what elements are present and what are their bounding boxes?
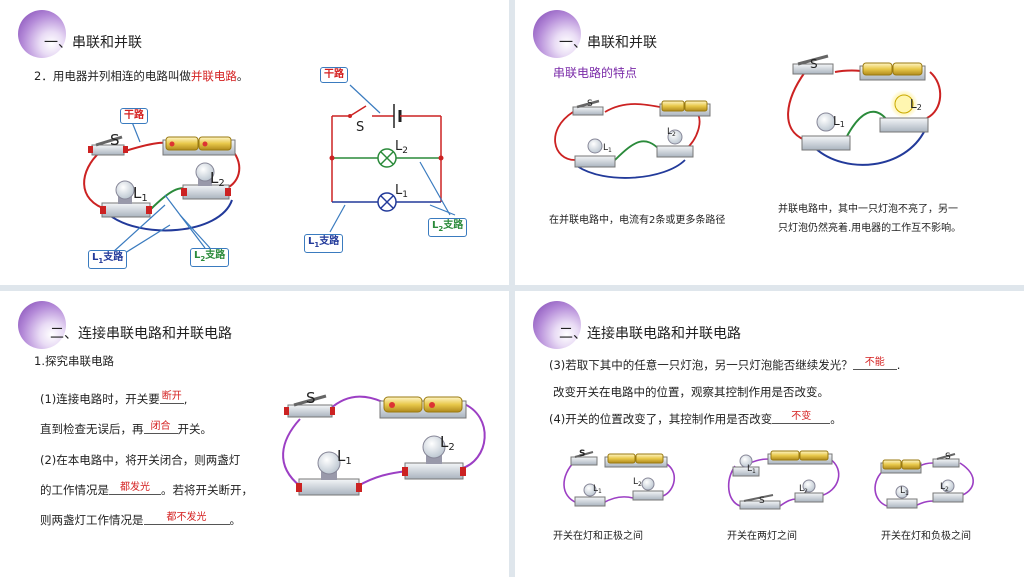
answer-blank: 不变	[772, 411, 831, 424]
panel-parallel-characteristics: 一、串联和并联 串联电路的特点 S L1 L2	[515, 0, 1024, 285]
svg-text:L1: L1	[593, 484, 602, 495]
answer-blank: 不能	[852, 357, 897, 370]
lamp-l2-component	[402, 435, 466, 480]
svg-text:L2: L2	[440, 433, 455, 453]
decorative-circle	[533, 10, 581, 58]
question-1-line-1: (1)连接电路时，开关要断开,	[40, 391, 188, 406]
svg-text:L1: L1	[337, 447, 352, 467]
main-circuit-tag: 干路	[120, 108, 148, 124]
circuit-switch-between-lamps	[727, 450, 840, 510]
panel-parallel-definition: 一、串联和并联 2．用电器并列相连的电路叫做并联电路。 S	[0, 0, 509, 285]
caption-switch-positive: 开关在灯和正极之间	[553, 531, 643, 542]
schematic-branch-l1-tag: L1支路	[304, 234, 344, 253]
caption-switch-between: 开关在两灯之间	[727, 531, 797, 542]
circuit-switch-near-positive	[563, 451, 675, 507]
svg-text:S: S	[579, 449, 585, 459]
svg-text:S: S	[945, 452, 951, 462]
schematic-switch-label: S	[356, 120, 364, 135]
decorative-circle	[18, 10, 66, 58]
lamp-l2-component	[181, 162, 231, 200]
svg-text:L2: L2	[910, 97, 922, 112]
battery-component	[379, 396, 467, 419]
panel-series-exploration: 二、连接串联电路和并联电路 1.探究串联电路 (1)连接电路时，开关要断开, 直…	[0, 291, 509, 577]
question-2-line-1: (2)在本电路中，将开关闭合，则两盏灯	[40, 453, 241, 467]
svg-text:S: S	[810, 57, 818, 71]
panel-switch-position: 二、连接串联电路和并联电路 (3)若取下其中的任意一只灯泡，另一只灯泡能否继续发…	[515, 291, 1024, 577]
parallel-schematic-diagram	[329, 84, 456, 233]
battery-component	[162, 136, 236, 156]
svg-text:L1: L1	[833, 114, 845, 129]
svg-text:S: S	[759, 496, 765, 506]
svg-text:L1: L1	[900, 486, 909, 497]
svg-text:L1: L1	[133, 184, 148, 204]
switch-component	[88, 135, 128, 156]
panel-heading: 二、连接串联电路和并联电路	[50, 326, 232, 342]
panel-subtitle: 串联电路的特点	[553, 66, 638, 80]
caption-switch-negative: 开关在灯和负极之间	[881, 531, 971, 542]
svg-text:L2: L2	[799, 484, 808, 495]
panel-heading: 一、串联和并联	[559, 35, 657, 51]
question-2-line-2: 的工作情况是都发光。若将开关断开，	[40, 482, 253, 497]
caption-independent-1: 并联电路中，其中一只灯泡不亮了，另一	[778, 204, 958, 215]
question-3-line-2: 改变开关在电路中的位置，观察其控制作用是否改变。	[553, 385, 829, 399]
definition-line: 2．用电器并列相连的电路叫做并联电路。	[34, 69, 249, 83]
panel-heading: 二、连接串联电路和并联电路	[559, 326, 741, 342]
svg-text:L1: L1	[747, 464, 756, 475]
svg-text:L2: L2	[940, 482, 949, 493]
highlight-term: 并联电路	[190, 69, 237, 83]
decorative-circle	[533, 301, 581, 349]
svg-text:L2: L2	[633, 477, 642, 488]
switch-component	[284, 394, 335, 418]
series-circuit-diagram: S L1 L2	[282, 389, 486, 496]
answer-blank: 断开	[159, 391, 184, 404]
switch-position-diagrams: S L1 L2 L1 S L2	[563, 449, 974, 510]
question-2-line-3: 则两盏灯工作情况是都不发光。	[40, 512, 241, 527]
question-4-line: (4)开关的位置改变了，其控制作用是否改变不变。	[549, 411, 842, 426]
parallel-current-paths-diagram: S L1 L2 S L1 L2	[554, 54, 942, 179]
svg-text:L2: L2	[667, 127, 676, 138]
lamp-l1-component	[100, 180, 152, 218]
question-3-line-1: (3)若取下其中的任意一只灯泡，另一只灯泡能否继续发光？不能.	[549, 357, 901, 372]
lamp-l1-component	[296, 451, 362, 496]
question-1-line-2: 直到检查无误后，再闭合开关。	[40, 421, 212, 436]
svg-text:L2: L2	[395, 139, 408, 156]
svg-text:S: S	[587, 99, 593, 109]
schematic-branch-l2-tag: L2支路	[428, 218, 468, 237]
branch-l2-tag: L2支路	[190, 248, 230, 267]
answer-blank: 闭合	[143, 421, 178, 434]
caption-independent-2: 只灯泡仍然亮着.用电器的工作互不影响。	[778, 223, 962, 234]
caption-current-paths: 在并联电路中，电流有2条或更多条路径	[549, 215, 726, 226]
decorative-circle	[18, 301, 66, 349]
svg-text:L2: L2	[210, 169, 225, 189]
branch-l1-tag: L1支路	[88, 250, 128, 269]
panel-heading: 一、串联和并联	[44, 35, 142, 51]
switch-label: S	[110, 131, 120, 149]
circuit-switch-near-negative	[874, 453, 974, 509]
svg-text:L1: L1	[603, 143, 612, 154]
answer-blank: 都不发光	[143, 512, 230, 525]
svg-text:S: S	[306, 389, 316, 407]
section-subtitle: 1.探究串联电路	[34, 354, 114, 368]
answer-blank: 都发光	[109, 482, 161, 495]
svg-text:L1: L1	[395, 183, 408, 200]
physical-parallel-circuit: S L1 L2	[83, 84, 456, 254]
schematic-main-tag: 干路	[320, 67, 348, 83]
